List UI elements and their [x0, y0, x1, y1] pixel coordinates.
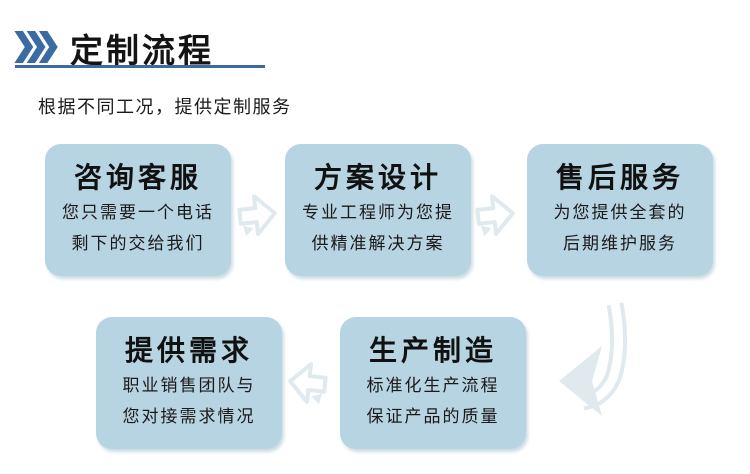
step-card-consult-service: 咨询客服 您只需要一个电话 剩下的交给我们 [45, 144, 231, 276]
arrow-left-icon [288, 362, 328, 405]
step-title: 咨询客服 [73, 162, 202, 193]
step-description-line: 保证产品的质量 [366, 407, 500, 426]
arrow-right-icon [475, 194, 515, 237]
step-card-solution-design: 方案设计 专业工程师为您提 供精准解决方案 [285, 144, 471, 276]
section-subtitle: 根据不同工况，提供定制服务 [38, 97, 292, 117]
step-title: 提供需求 [124, 335, 253, 366]
step-description-line: 专业工程师为您提 [302, 203, 454, 222]
step-card-manufacturing: 生产制造 标准化生产流程 保证产品的质量 [340, 317, 526, 449]
arrow-curved-down-left-icon [559, 302, 628, 416]
triple-chevron-right-icon [14, 31, 58, 63]
step-card-after-sales: 售后服务 为您提供全套的 后期维护服务 [527, 144, 713, 276]
step-description-line: 供精准解决方案 [311, 234, 445, 253]
step-title: 售后服务 [555, 162, 684, 193]
step-description-line: 您对接需求情况 [122, 407, 256, 426]
step-description-line: 标准化生产流程 [366, 376, 500, 395]
step-card-provide-requirements: 提供需求 职业销售团队与 您对接需求情况 [96, 317, 282, 449]
arrow-right-icon [237, 194, 277, 237]
step-description-line: 为您提供全套的 [553, 203, 687, 222]
step-description-line: 职业销售团队与 [122, 376, 256, 395]
step-description-line: 后期维护服务 [563, 234, 677, 253]
step-description-line: 您只需要一个电话 [62, 203, 214, 222]
section-title: 定制流程 [70, 32, 214, 69]
step-title: 生产制造 [368, 335, 497, 366]
section-title-underline [15, 65, 265, 68]
step-description-line: 剩下的交给我们 [71, 234, 205, 253]
step-title: 方案设计 [313, 162, 442, 193]
